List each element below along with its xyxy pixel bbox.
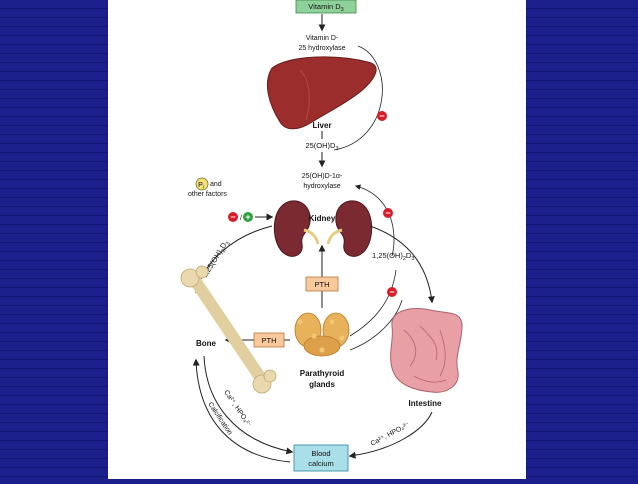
left-kidney-illustration bbox=[273, 200, 311, 257]
parathyroid-inhibit-icon bbox=[387, 287, 397, 297]
bone-label: Bone bbox=[196, 339, 217, 348]
pth-left-box bbox=[253, 332, 285, 348]
arrow-kidney-to-intestine bbox=[369, 225, 435, 304]
arrow-intestine-to-blood bbox=[348, 411, 433, 459]
intestine-illustration bbox=[390, 308, 463, 393]
liver-inhibit-sign: − bbox=[379, 111, 384, 121]
hydroxylase-1a-label-2: hydroxylase bbox=[303, 183, 340, 190]
liver-inhibit-icon bbox=[377, 111, 387, 121]
arrow-blood-to-bone bbox=[192, 358, 291, 463]
liver-feedback-curve bbox=[333, 45, 383, 151]
intestine-label: Intestine bbox=[409, 399, 442, 408]
vitamin-d3-label: Vitamin D3 bbox=[308, 2, 343, 13]
intestine-to-parathyroid-curve bbox=[349, 299, 403, 351]
factors-stimulate-sign: + bbox=[245, 212, 250, 222]
liver-label: Liver bbox=[312, 121, 331, 130]
pth-top-box bbox=[305, 276, 339, 292]
bone-illustration bbox=[180, 265, 277, 394]
calcitriol-to-parathyroid-curve bbox=[349, 269, 397, 337]
left-kidney-adrenal bbox=[303, 228, 320, 245]
hydroxylase-1a-label-1: 25(OH)D-1α- bbox=[302, 173, 343, 180]
factors-stimulate-icon bbox=[243, 212, 253, 222]
hydroxylase-25-label-2: 25 hydroxylase bbox=[298, 45, 345, 52]
right-kidney-illustration bbox=[335, 200, 373, 257]
parathyroid-label-1: Parathyroid bbox=[300, 369, 345, 378]
factors-inhibit-sign: − bbox=[230, 212, 235, 222]
ohd3-label: 25(OH)D3 bbox=[305, 141, 338, 152]
blood-calcium-box bbox=[293, 444, 349, 472]
parathyroid-label-2: glands bbox=[309, 380, 335, 389]
factors-slash: / bbox=[240, 215, 242, 222]
phosphate-icon bbox=[195, 177, 209, 191]
kidney-label: Kidney bbox=[309, 214, 336, 223]
calcitriol-right-label: 1,25(OH)2D3 bbox=[372, 251, 414, 262]
pth-top-label: PTH bbox=[315, 280, 330, 289]
blood-label: Blood bbox=[311, 449, 330, 458]
calcium-label: calcium bbox=[308, 459, 333, 468]
right-kidney-adrenal bbox=[326, 228, 343, 245]
kidney-inhibit-icon bbox=[383, 208, 393, 218]
phosphate-symbol: Pi bbox=[198, 182, 204, 191]
liver-illustration bbox=[267, 56, 377, 130]
pth-left-label: PTH bbox=[262, 336, 277, 345]
parathyroid-illustration bbox=[294, 312, 350, 357]
liver-highlight bbox=[299, 69, 310, 121]
phosphate-and-label: and bbox=[210, 181, 222, 188]
hydroxylase-25-label-1: Vitamin D- bbox=[306, 35, 339, 42]
vitamin-d3-box bbox=[295, 0, 357, 14]
kidney-inhibit-sign: − bbox=[385, 208, 390, 218]
parathyroid-inhibit-sign: − bbox=[389, 287, 394, 297]
factors-inhibit-icon bbox=[228, 212, 238, 222]
other-factors-label: other factors bbox=[188, 191, 227, 198]
arrow-bone-to-blood bbox=[203, 355, 294, 455]
